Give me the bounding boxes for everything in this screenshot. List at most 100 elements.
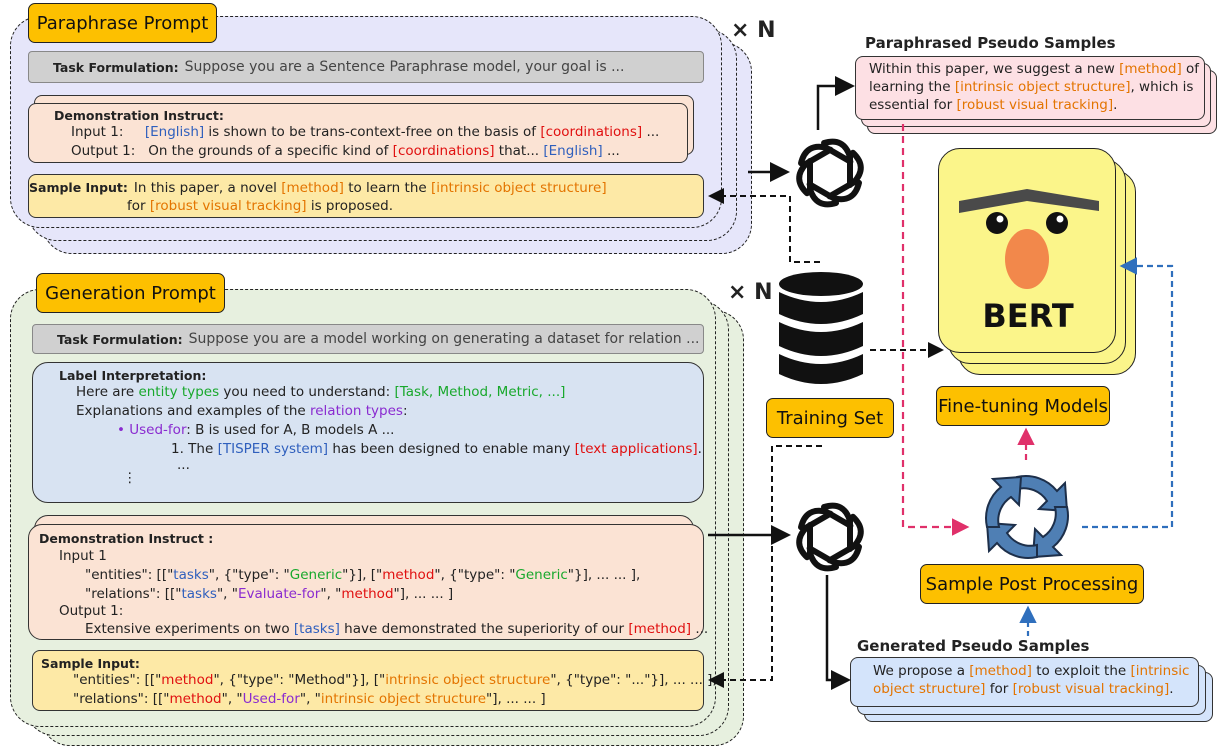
openai-logo-icon-bottom: [790, 497, 870, 577]
entity-structure: object structure]: [873, 681, 986, 697]
bert-label: BERT: [982, 297, 1074, 335]
text: 1. The: [171, 441, 218, 457]
text: Here are: [76, 384, 139, 400]
text: that...: [494, 143, 544, 159]
label-interpretation-title: Label Interpretation:: [59, 368, 207, 383]
text: is shown to be trans-context-free on the…: [204, 124, 541, 140]
entity-method: [method]: [628, 621, 692, 637]
sample-line-2: for [robust visual tracking] is proposed…: [127, 197, 393, 216]
paraphrase-prompt-tag: Paraphrase Prompt: [28, 3, 217, 43]
entity-method: [method]: [281, 180, 344, 196]
text: On the grounds of a specific kind of: [148, 143, 393, 159]
demo-output-line: Output 1: On the grounds of a specific k…: [71, 142, 620, 161]
relation-evaluate-for: Evaluate-for: [237, 586, 321, 602]
task-formulation-text: Suppose you are a Sentence Paraphrase mo…: [184, 59, 625, 75]
database-icon: [779, 272, 863, 384]
entity-method: method: [341, 586, 394, 602]
entity-tasks: [tasks]: [293, 621, 340, 637]
text: to learn the: [343, 180, 431, 196]
sample-input-label: Sample Input:: [29, 180, 128, 195]
entity-tracking: [robust visual tracking]: [1012, 681, 1170, 697]
entity-tasks: tasks: [181, 586, 217, 602]
text: .: [697, 441, 702, 457]
label-interpretation-card: Label Interpretation: Here are entity ty…: [32, 362, 704, 503]
gen-line-2: object structure] for [robust visual tra…: [873, 681, 1174, 697]
openai-logo-icon-top: [790, 133, 870, 213]
paraphrase-sample-input-card: Sample Input: In this paper, a novel [met…: [28, 174, 704, 218]
input-label: Input 1:: [71, 124, 124, 140]
entity-tisper: [TISPER system]: [217, 441, 329, 457]
label-line-3: • Used-for: B is used for A, B models A …: [117, 422, 395, 438]
bert-card: BERT: [938, 148, 1116, 353]
para-line-1: Within this paper, we suggest a new [met…: [869, 61, 1200, 77]
paraphrase-demonstration-card: Demonstration Instruct: Input 1: [Englis…: [28, 103, 688, 163]
text: In this paper, a novel: [133, 180, 282, 196]
sample-relations-line: "relations": [["method", "Used-for", "in…: [73, 691, 546, 707]
arrow-gpt-to-paraphrased: [816, 76, 855, 130]
entity-structure: intrinsic object structure: [385, 672, 551, 688]
entity-tracking: [robust visual tracking]: [149, 198, 307, 214]
paraphrase-task-formulation: Task Formulation: Suppose you are a Sent…: [28, 51, 704, 83]
sample-line-1: Sample Input: In this paper, a novel [met…: [29, 178, 607, 198]
entity-structure: [intrinsic object structure]: [954, 79, 1131, 95]
generation-task-formulation: Task Formulation: Suppose you are a mode…: [32, 324, 704, 354]
fine-tuning-models-tag: Fine-tuning Models: [936, 386, 1110, 426]
entity-coordinations: [coordinations]: [392, 143, 495, 159]
generated-sample-card: We propose a [method] to exploit the [in…: [850, 657, 1199, 707]
entity-method: [method]: [969, 663, 1032, 679]
text: :: [402, 403, 408, 419]
entity-tasks: tasks: [173, 567, 209, 583]
generated-samples-title: Generated Pseudo Samples: [857, 637, 1090, 655]
sample-post-processing-tag: Sample Post Processing: [920, 564, 1144, 604]
label-line-6: ⋮: [123, 470, 137, 486]
refresh-cycle-icon: [985, 475, 1069, 559]
demo-input-line: Input 1: [English] is shown to be trans-…: [71, 123, 659, 142]
text: : B is used for A, B models A ...: [186, 422, 395, 438]
output-label: Output 1:: [71, 143, 136, 159]
generation-sample-input-card: Sample Input: "entities": [["method", {"…: [32, 650, 717, 711]
sample-input-title: Sample Input:: [41, 656, 140, 671]
text: ...: [602, 143, 620, 159]
task-formulation-label: Task Formulation:: [53, 59, 179, 75]
times-n-bottom: × N: [728, 280, 773, 305]
label-line-2: Explanations and examples of the relatio…: [76, 402, 408, 421]
generation-demonstration-card: Demonstration Instruct : Input 1 "entiti…: [28, 524, 708, 640]
entity-method: method: [382, 567, 435, 583]
generation-prompt-tag: Generation Prompt: [36, 273, 225, 313]
text: you need to understand:: [219, 384, 395, 400]
demo-output-line: Extensive experiments on two [tasks] hav…: [85, 621, 709, 637]
relation-used-for: Used-for: [242, 691, 300, 707]
text: ...: [642, 124, 660, 140]
entity-method: [method]: [1119, 61, 1182, 77]
task-formulation-text: Suppose you are a model working on gener…: [188, 331, 700, 347]
entity-structure: intrinsic object structure: [320, 691, 487, 707]
entity-structure: [intrinsic: [1130, 663, 1190, 679]
text: has been designed to enable many: [328, 441, 575, 457]
paraphrased-samples-title: Paraphrased Pseudo Samples: [865, 34, 1116, 52]
entity-english: [English]: [543, 143, 603, 159]
demo-relations-line: "relations": [["tasks", "Evaluate-for", …: [85, 586, 454, 602]
entity-method: method: [161, 672, 214, 688]
training-set-tag: Training Set: [766, 398, 894, 438]
entity-text-applications: [text applications]: [574, 441, 698, 457]
demo-label: Demonstration Instruct:: [54, 108, 224, 123]
label-line-4: 1. The [TISPER system] has been designed…: [171, 440, 702, 459]
times-n-top: × N: [731, 18, 776, 43]
entity-coordinations: [coordinations]: [540, 124, 643, 140]
para-line-2: learning the [intrinsic object structure…: [869, 79, 1194, 95]
sample-entities-line: "entities": [["method", {"type": "Method…: [73, 672, 717, 688]
text: Explanations and examples of the: [76, 403, 310, 419]
entity-structure: [intrinsic object structure]: [430, 180, 607, 196]
demo-input-label: Input 1: [59, 548, 107, 564]
label-line-5: ...: [177, 457, 190, 473]
entity-list: [Task, Method, Metric, ...]: [394, 384, 566, 400]
relation-used-for: Used-for: [129, 422, 187, 438]
demo-entities-line: "entities": [["tasks", {"type": "Generic…: [85, 567, 641, 583]
demo-output-label: Output 1:: [59, 603, 124, 619]
type-generic: Generic: [289, 567, 343, 583]
entity-method: method: [169, 691, 222, 707]
text: for: [127, 198, 150, 214]
entity-tracking: [robust visual tracking]: [956, 97, 1114, 113]
label-line-1: Here are entity types you need to unders…: [76, 383, 565, 402]
type-generic: Generic: [515, 567, 568, 583]
